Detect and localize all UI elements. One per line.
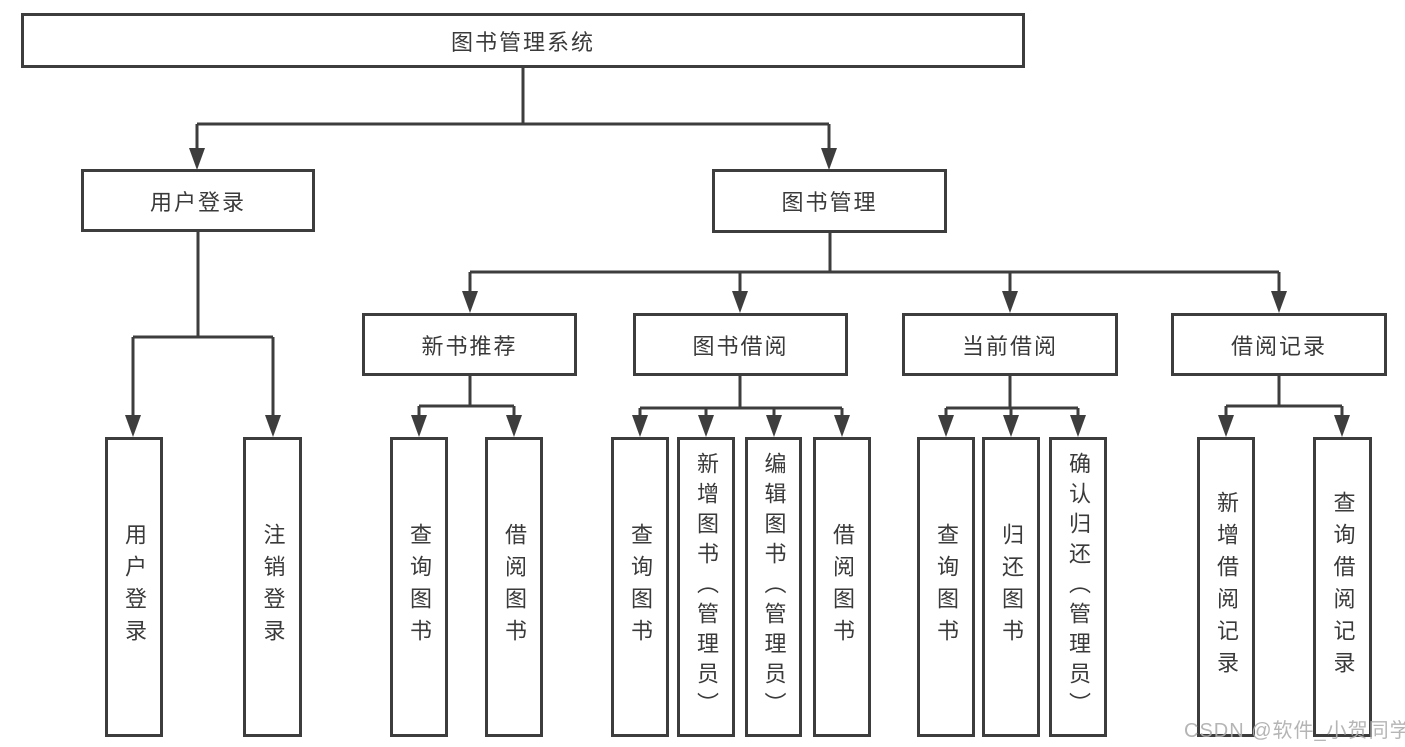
- leaf-cb-query-book-label: 查询图书: [934, 523, 959, 651]
- leaf-user-login-label: 用户登录: [122, 523, 147, 651]
- leaf-cb-query-book: 查询图书: [917, 437, 975, 737]
- leaf-br-add-record-label: 新增借阅记录: [1214, 491, 1239, 683]
- node-borrow-records: 借阅记录: [1171, 313, 1387, 376]
- node-new-book-recommend-label: 新书推荐: [421, 333, 518, 359]
- leaf-br-query-record-label: 查询借阅记录: [1330, 491, 1356, 683]
- watermark: CSDN @软件_小贺同学: [1184, 720, 1405, 742]
- leaf-nb-query-book-label: 查询图书: [407, 523, 432, 651]
- leaf-cb-confirm-return-admin: 确认归还（管理员）: [1049, 437, 1107, 737]
- node-book-management-label: 图书管理: [781, 190, 878, 215]
- node-book-borrow: 图书借阅: [633, 313, 848, 376]
- node-user-login-label: 用户登录: [149, 189, 246, 215]
- leaf-nb-borrow-book-label: 借阅图书: [502, 523, 527, 651]
- leaf-nb-query-book: 查询图书: [390, 437, 448, 737]
- node-new-book-recommend: 新书推荐: [362, 313, 577, 376]
- node-borrow-records-label: 借阅记录: [1230, 333, 1327, 359]
- leaf-nb-borrow-book: 借阅图书: [485, 437, 543, 737]
- leaf-bb-query-book-label: 查询图书: [628, 523, 653, 651]
- leaf-logout-label: 注销登录: [260, 523, 286, 651]
- leaf-cb-return-book: 归还图书: [982, 437, 1040, 737]
- leaf-br-query-record: 查询借阅记录: [1313, 437, 1372, 737]
- leaf-br-add-record: 新增借阅记录: [1197, 437, 1255, 737]
- leaf-bb-borrow-book: 借阅图书: [813, 437, 871, 737]
- leaf-cb-return-book-label: 归还图书: [999, 523, 1024, 651]
- leaf-cb-confirm-return-admin-label: 确认归还（管理员）: [1066, 452, 1091, 722]
- node-book-management: 图书管理: [712, 169, 947, 233]
- leaf-bb-add-book-admin-label: 新增图书（管理员）: [694, 452, 719, 722]
- leaf-logout: 注销登录: [243, 437, 302, 737]
- node-user-login: 用户登录: [81, 169, 315, 232]
- node-current-borrow-label: 当前借阅: [961, 333, 1058, 359]
- node-book-borrow-label: 图书借阅: [692, 333, 789, 359]
- leaf-bb-edit-book-admin: 编辑图书（管理员）: [745, 437, 802, 737]
- leaf-bb-edit-book-admin-label: 编辑图书（管理员）: [761, 452, 787, 722]
- node-root: 图书管理系统: [21, 13, 1025, 68]
- leaf-bb-query-book: 查询图书: [611, 437, 669, 737]
- node-root-label: 图书管理系统: [450, 29, 595, 55]
- leaf-user-login: 用户登录: [105, 437, 163, 737]
- leaf-bb-borrow-book-label: 借阅图书: [830, 523, 855, 651]
- node-current-borrow: 当前借阅: [902, 313, 1118, 376]
- leaf-bb-add-book-admin: 新增图书（管理员）: [677, 437, 735, 737]
